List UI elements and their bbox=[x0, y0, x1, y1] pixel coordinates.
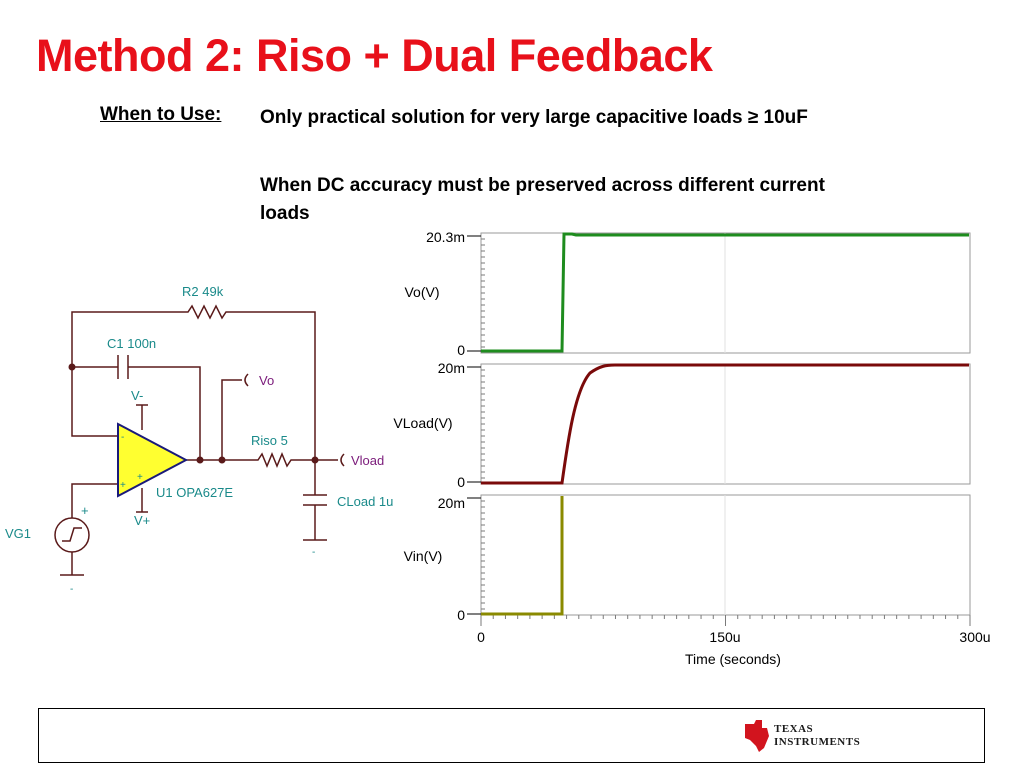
vo-waveform bbox=[481, 232, 969, 353]
u1-label: U1 OPA627E bbox=[156, 485, 233, 500]
plot-vload-ybot: 0 bbox=[457, 474, 465, 490]
opamp-minus-label: - bbox=[121, 432, 124, 443]
schematic bbox=[60, 304, 345, 576]
x-tick-0: 0 bbox=[477, 629, 485, 645]
r2-feedback-wire bbox=[71, 311, 178, 367]
vg1-source bbox=[54, 517, 90, 553]
vplus-label: V+ bbox=[134, 513, 150, 528]
texas-instruments-logo bbox=[745, 720, 769, 752]
r2-right-wire bbox=[236, 311, 316, 460]
vg1-label: VG1 bbox=[5, 526, 31, 541]
opamp-u1 bbox=[117, 422, 189, 498]
opamp-plus-label-2: + bbox=[137, 472, 143, 483]
vminus-label: V- bbox=[131, 388, 143, 403]
inverting-input-wire bbox=[71, 367, 118, 437]
plot-vin-ybot: 0 bbox=[457, 607, 465, 623]
footer-box bbox=[38, 708, 985, 763]
use-case-text-2: When DC accuracy must be preserved acros… bbox=[260, 175, 825, 224]
x-tick-150u: 150u bbox=[709, 629, 740, 645]
vin-waveform bbox=[481, 496, 564, 616]
riso-resistor bbox=[252, 452, 297, 468]
vload-waveform bbox=[481, 363, 969, 485]
x-tick-300u: 300u bbox=[959, 629, 990, 645]
r2-label: R2 49k bbox=[182, 284, 224, 299]
c1-label: C1 100n bbox=[107, 336, 156, 351]
ti-logo-line1: TEXAS bbox=[774, 723, 814, 735]
x-axis-label: Time (seconds) bbox=[685, 651, 781, 667]
use-case-text-1: Only practical solution for very large c… bbox=[260, 107, 808, 128]
plot-vo-ylabel: Vo(V) bbox=[404, 284, 439, 300]
vload-probe bbox=[340, 453, 345, 467]
plot-vload-ytop: 20m bbox=[438, 360, 465, 376]
noninverting-input-wire bbox=[71, 483, 118, 518]
plot-vin-ylabel: Vin(V) bbox=[404, 548, 443, 564]
riso-label: Riso 5 bbox=[251, 433, 288, 448]
plot-vin-ytop: 20m bbox=[438, 495, 465, 511]
plot-vo-ybot: 0 bbox=[457, 342, 465, 358]
vload-probe-label: Vload bbox=[351, 453, 384, 468]
vg1-plus-label: + bbox=[81, 503, 89, 518]
r2-resistor bbox=[178, 304, 236, 320]
slide-title: Method 2: Riso + Dual Feedback bbox=[36, 30, 713, 81]
plot-vo-ytop: 20.3m bbox=[426, 229, 465, 245]
cload-minus-label: - bbox=[312, 547, 315, 558]
vo-probe-wire bbox=[221, 379, 242, 460]
vg1-minus-label: - bbox=[70, 584, 73, 595]
opamp-plus-label: + bbox=[120, 480, 126, 491]
vo-probe bbox=[244, 373, 249, 387]
plot-vload-ylabel: VLoad(V) bbox=[393, 415, 452, 431]
cload-label: CLoad 1u bbox=[337, 494, 393, 509]
vo-probe-label: Vo bbox=[259, 373, 274, 388]
ti-logo-line2: INSTRUMENTS bbox=[774, 736, 861, 748]
when-to-use-label: When to Use: bbox=[100, 104, 222, 125]
